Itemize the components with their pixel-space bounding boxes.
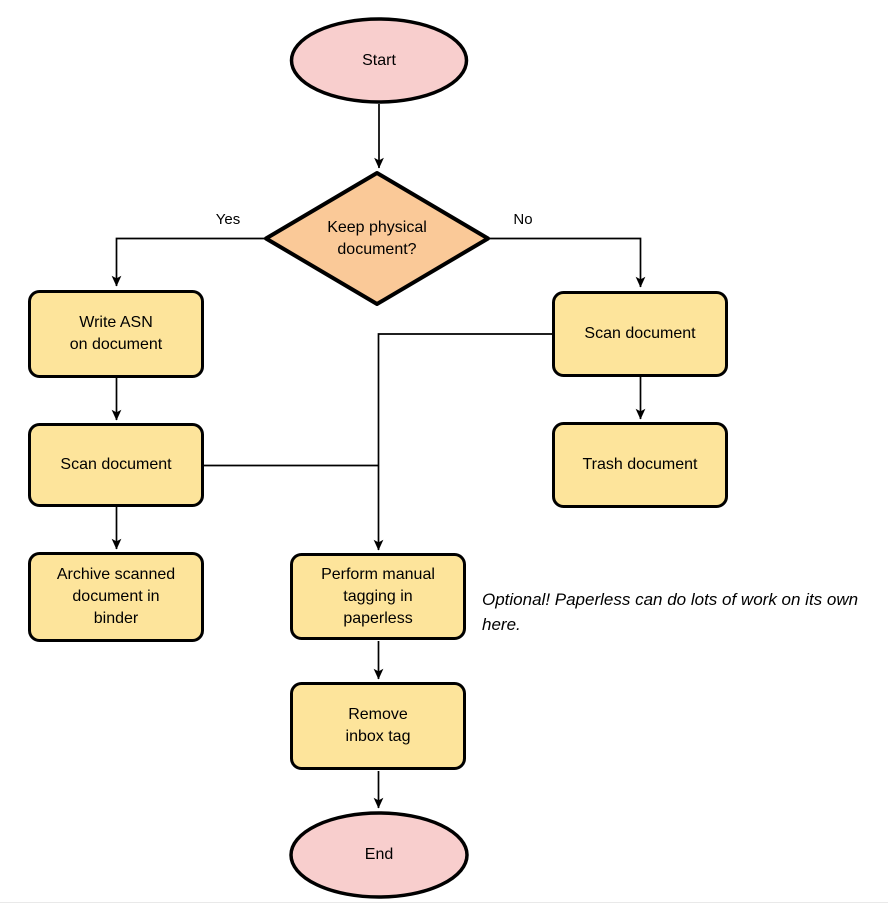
node-scan-right-shape [552,291,728,377]
node-tagging-shape [290,553,466,640]
node-write-asn-shape [28,290,204,378]
edge-decision-yes-to-write-asn [111,237,265,287]
node-remove-inbox-shape [290,682,466,770]
edge-label-no: No [513,211,533,228]
node-end-shape [289,811,469,899]
bottom-divider [0,902,888,903]
optional-note: Optional! Paperless can do lots of work … [482,590,859,634]
node-decision-shape [264,171,490,306]
edge-label-yes: Yes [215,211,241,228]
node-archive-shape [28,552,204,642]
node-start-shape [289,17,469,104]
edge-decision-no-to-scan-right [489,237,646,288]
node-scan-left-shape [28,423,204,507]
edge-scan-right-to-tagging [373,333,553,551]
node-trash-shape [552,422,728,508]
